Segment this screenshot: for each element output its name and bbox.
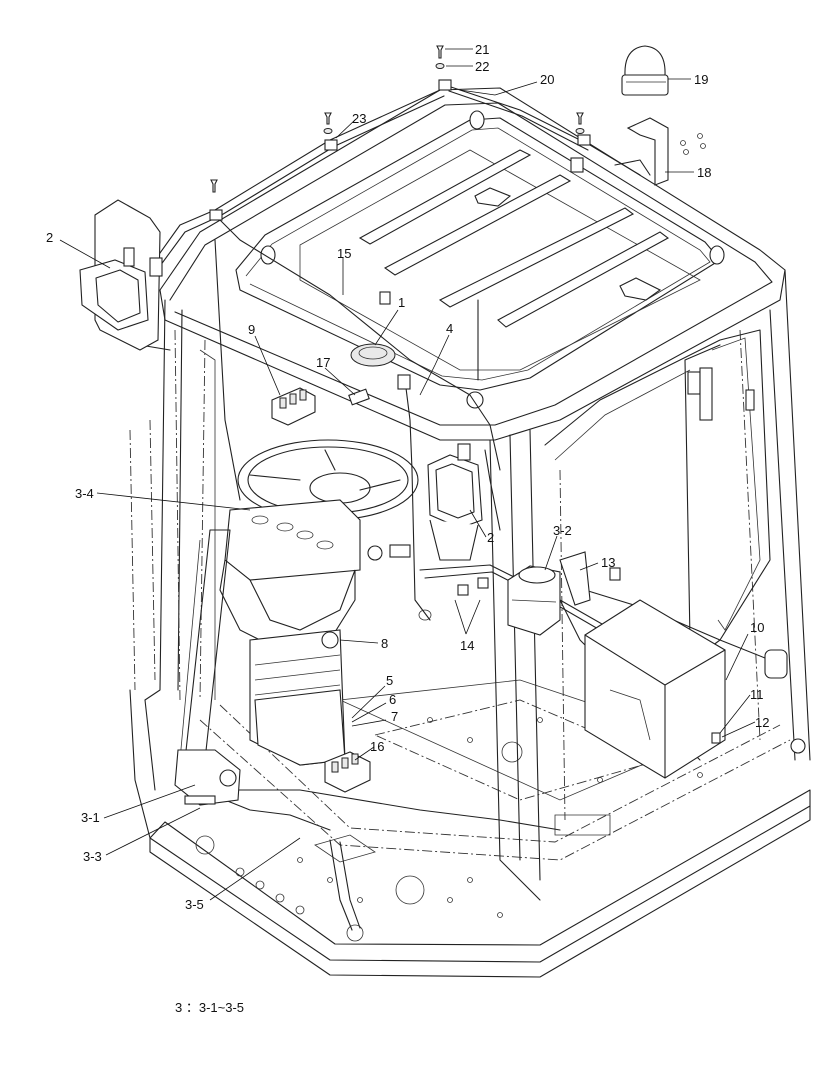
work-lamp-left bbox=[79, 199, 163, 351]
callout-3-1: 3-1 bbox=[81, 810, 100, 825]
callout-2-left: 2 bbox=[46, 230, 53, 245]
steering-console bbox=[219, 439, 419, 766]
relay-block bbox=[271, 387, 316, 426]
battery-box bbox=[584, 599, 806, 779]
wiper-assembly bbox=[174, 529, 241, 806]
fuse-block bbox=[324, 751, 371, 793]
callout-12: 12 bbox=[755, 715, 769, 730]
callout-9: 9 bbox=[248, 322, 255, 337]
callout-3-2: 3-2 bbox=[553, 523, 572, 538]
callout-1: 1 bbox=[398, 295, 405, 310]
callout-21: 21 bbox=[475, 42, 489, 57]
callout-2-right: 2 bbox=[487, 530, 494, 545]
footnote: 3 ：3-1~3-5 bbox=[175, 1000, 244, 1015]
callout-5: 5 bbox=[386, 673, 393, 688]
callout-7: 7 bbox=[391, 709, 398, 724]
callout-16: 16 bbox=[370, 739, 384, 754]
callout-6: 6 bbox=[389, 692, 396, 707]
floor-holes bbox=[235, 717, 703, 918]
callout-3-5: 3-5 bbox=[185, 897, 204, 912]
callout-15: 15 bbox=[337, 246, 351, 261]
callout-labels: 21 22 20 19 23 18 2 15 1 4 9 17 3-4 2 3-… bbox=[46, 42, 769, 912]
beacon-bracket bbox=[614, 117, 706, 186]
rotating-beacon bbox=[621, 45, 669, 96]
callout-3-3: 3-3 bbox=[83, 849, 102, 864]
callout-22: 22 bbox=[475, 59, 489, 74]
callout-19: 19 bbox=[694, 72, 708, 87]
cab-frame bbox=[129, 269, 811, 901]
callout-11: 11 bbox=[750, 687, 764, 702]
callout-8: 8 bbox=[381, 636, 388, 651]
washer-tank bbox=[507, 565, 561, 636]
callout-4: 4 bbox=[446, 321, 453, 336]
screws-top bbox=[210, 45, 585, 193]
cab-roof bbox=[159, 87, 786, 441]
callout-20: 20 bbox=[540, 72, 554, 87]
work-lamp-front bbox=[427, 443, 483, 561]
callout-3-4: 3-4 bbox=[75, 486, 94, 501]
harness-connector bbox=[348, 374, 411, 406]
callout-17: 17 bbox=[316, 355, 330, 370]
callout-14: 14 bbox=[460, 638, 474, 653]
callout-10: 10 bbox=[750, 620, 764, 635]
callout-18: 18 bbox=[697, 165, 711, 180]
callout-23: 23 bbox=[352, 111, 366, 126]
callout-13: 13 bbox=[601, 555, 615, 570]
tank-bracket bbox=[559, 551, 621, 606]
leader-lines bbox=[59, 48, 756, 901]
